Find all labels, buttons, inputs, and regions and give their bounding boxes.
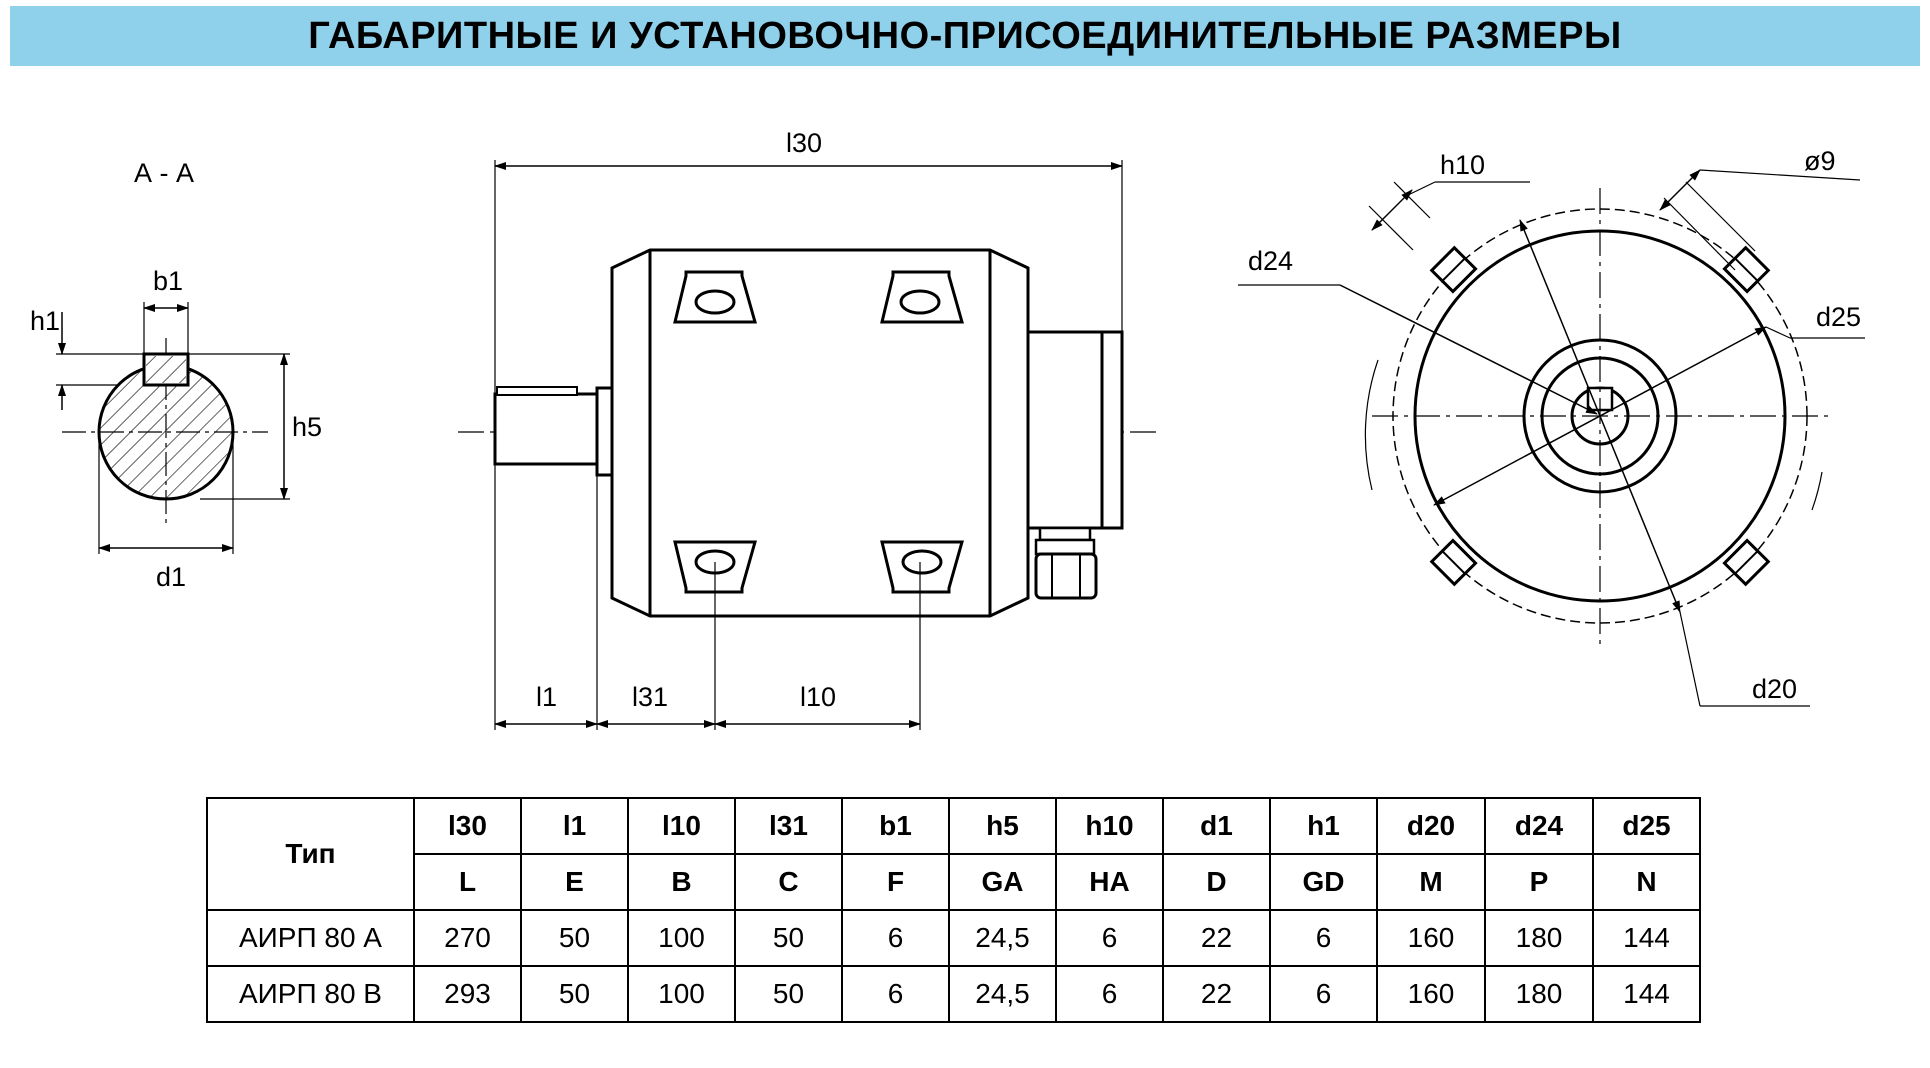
header-cell: E xyxy=(520,853,629,911)
label-b1: b1 xyxy=(153,266,183,296)
value-cell: 50 xyxy=(520,965,629,1023)
value-cell: 50 xyxy=(734,909,843,967)
value-cell: 6 xyxy=(841,965,950,1023)
value-cell: 180 xyxy=(1484,909,1594,967)
mounting-lug-top-right xyxy=(880,270,964,324)
front-lug-bottom-left xyxy=(1429,538,1478,587)
front-lug-top-right xyxy=(1722,245,1771,294)
value-cell: 160 xyxy=(1376,909,1486,967)
dimensions-table: Тип l30 l1 l10 l31 b1 h5 h10 d1 h1 d20 d… xyxy=(206,797,1701,1023)
type-header: Тип xyxy=(206,797,415,911)
header-cell: B xyxy=(627,853,736,911)
label-h5: h5 xyxy=(292,412,322,442)
header-cell: L xyxy=(413,853,522,911)
front-lug-top-left xyxy=(1429,245,1478,294)
type-cell: АИРП 80 В xyxy=(206,965,415,1023)
value-cell: 24,5 xyxy=(948,965,1057,1023)
header-cell: l1 xyxy=(520,797,629,855)
header-cell: d1 xyxy=(1162,797,1271,855)
value-cell: 6 xyxy=(841,909,950,967)
label-d25: d25 xyxy=(1816,302,1861,332)
header-cell: h1 xyxy=(1269,797,1378,855)
label-d1: d1 xyxy=(156,562,186,592)
header-cell: C xyxy=(734,853,843,911)
label-d20: d20 xyxy=(1752,674,1797,704)
header-cell: b1 xyxy=(841,797,950,855)
dimension-drawing: А - А b1 h1 h5 d1 xyxy=(30,128,1865,730)
label-d9: ø9 xyxy=(1804,146,1836,176)
value-cell: 180 xyxy=(1484,965,1594,1023)
label-l1: l1 xyxy=(536,682,557,712)
shaft-collar xyxy=(595,386,614,477)
header-cell: l10 xyxy=(627,797,736,855)
shaft-section-view: А - А b1 h1 h5 d1 xyxy=(30,158,322,592)
table-row: АИРП 80 А 270 50 100 50 6 24,5 6 22 6 16… xyxy=(206,909,1701,967)
header-cell: l30 xyxy=(413,797,522,855)
value-cell: 6 xyxy=(1269,909,1378,967)
header-cell: GD xyxy=(1269,853,1378,911)
title-banner: ГАБАРИТНЫЕ И УСТАНОВОЧНО-ПРИСОЕДИНИТЕЛЬН… xyxy=(10,6,1920,66)
value-cell: 144 xyxy=(1592,909,1701,967)
label-h10: h10 xyxy=(1440,150,1485,180)
terminal-box xyxy=(1026,330,1124,530)
header-cell: d24 xyxy=(1484,797,1594,855)
header-cell: F xyxy=(841,853,950,911)
value-cell: 6 xyxy=(1269,965,1378,1023)
value-cell: 22 xyxy=(1162,965,1271,1023)
table-header-row-1: Тип l30 l1 l10 l31 b1 h5 h10 d1 h1 d20 d… xyxy=(206,797,1701,911)
value-cell: 24,5 xyxy=(948,909,1057,967)
value-cell: 50 xyxy=(520,909,629,967)
label-l30: l30 xyxy=(786,128,822,158)
label-l10: l10 xyxy=(800,682,836,712)
type-cell: АИРП 80 А xyxy=(206,909,415,967)
value-cell: 50 xyxy=(734,965,843,1023)
value-cell: 160 xyxy=(1376,965,1486,1023)
value-cell: 270 xyxy=(413,909,522,967)
mounting-lug-bottom-right xyxy=(880,540,964,594)
label-h1: h1 xyxy=(30,306,60,336)
table-header-row-2: L E B C F GA HA D GD M P N xyxy=(207,853,1701,911)
motor-body xyxy=(610,248,1030,618)
mounting-lug-top-left xyxy=(673,270,757,324)
header-cell: h10 xyxy=(1055,797,1164,855)
header-cell: N xyxy=(1592,853,1701,911)
header-cell: P xyxy=(1484,853,1594,911)
header-cell: HA xyxy=(1055,853,1164,911)
header-cell: h5 xyxy=(948,797,1057,855)
label-l31: l31 xyxy=(632,682,668,712)
motor-front-view: h10 ø9 d24 d25 d20 xyxy=(1238,146,1865,707)
label-d24: d24 xyxy=(1248,246,1293,276)
shaft-key xyxy=(496,386,578,396)
section-label: А - А xyxy=(134,158,194,188)
cable-gland xyxy=(1034,526,1098,600)
header-cell: M xyxy=(1376,853,1486,911)
value-cell: 6 xyxy=(1055,965,1164,1023)
header-cell: GA xyxy=(948,853,1057,911)
header-cell: D xyxy=(1162,853,1271,911)
header-cell: d20 xyxy=(1376,797,1486,855)
page-title: ГАБАРИТНЫЕ И УСТАНОВОЧНО-ПРИСОЕДИНИТЕЛЬН… xyxy=(308,14,1622,57)
value-cell: 100 xyxy=(627,909,736,967)
shaft-end xyxy=(493,392,599,466)
value-cell: 100 xyxy=(627,965,736,1023)
table-row: АИРП 80 В 293 50 100 50 6 24,5 6 22 6 16… xyxy=(206,965,1701,1023)
value-cell: 6 xyxy=(1055,909,1164,967)
motor-side-view: l30 l1 l31 l10 xyxy=(458,128,1160,730)
front-lug-bottom-right xyxy=(1722,538,1771,587)
value-cell: 144 xyxy=(1592,965,1701,1023)
value-cell: 293 xyxy=(413,965,522,1023)
header-cell: l31 xyxy=(734,797,843,855)
value-cell: 22 xyxy=(1162,909,1271,967)
header-cell: d25 xyxy=(1592,797,1701,855)
